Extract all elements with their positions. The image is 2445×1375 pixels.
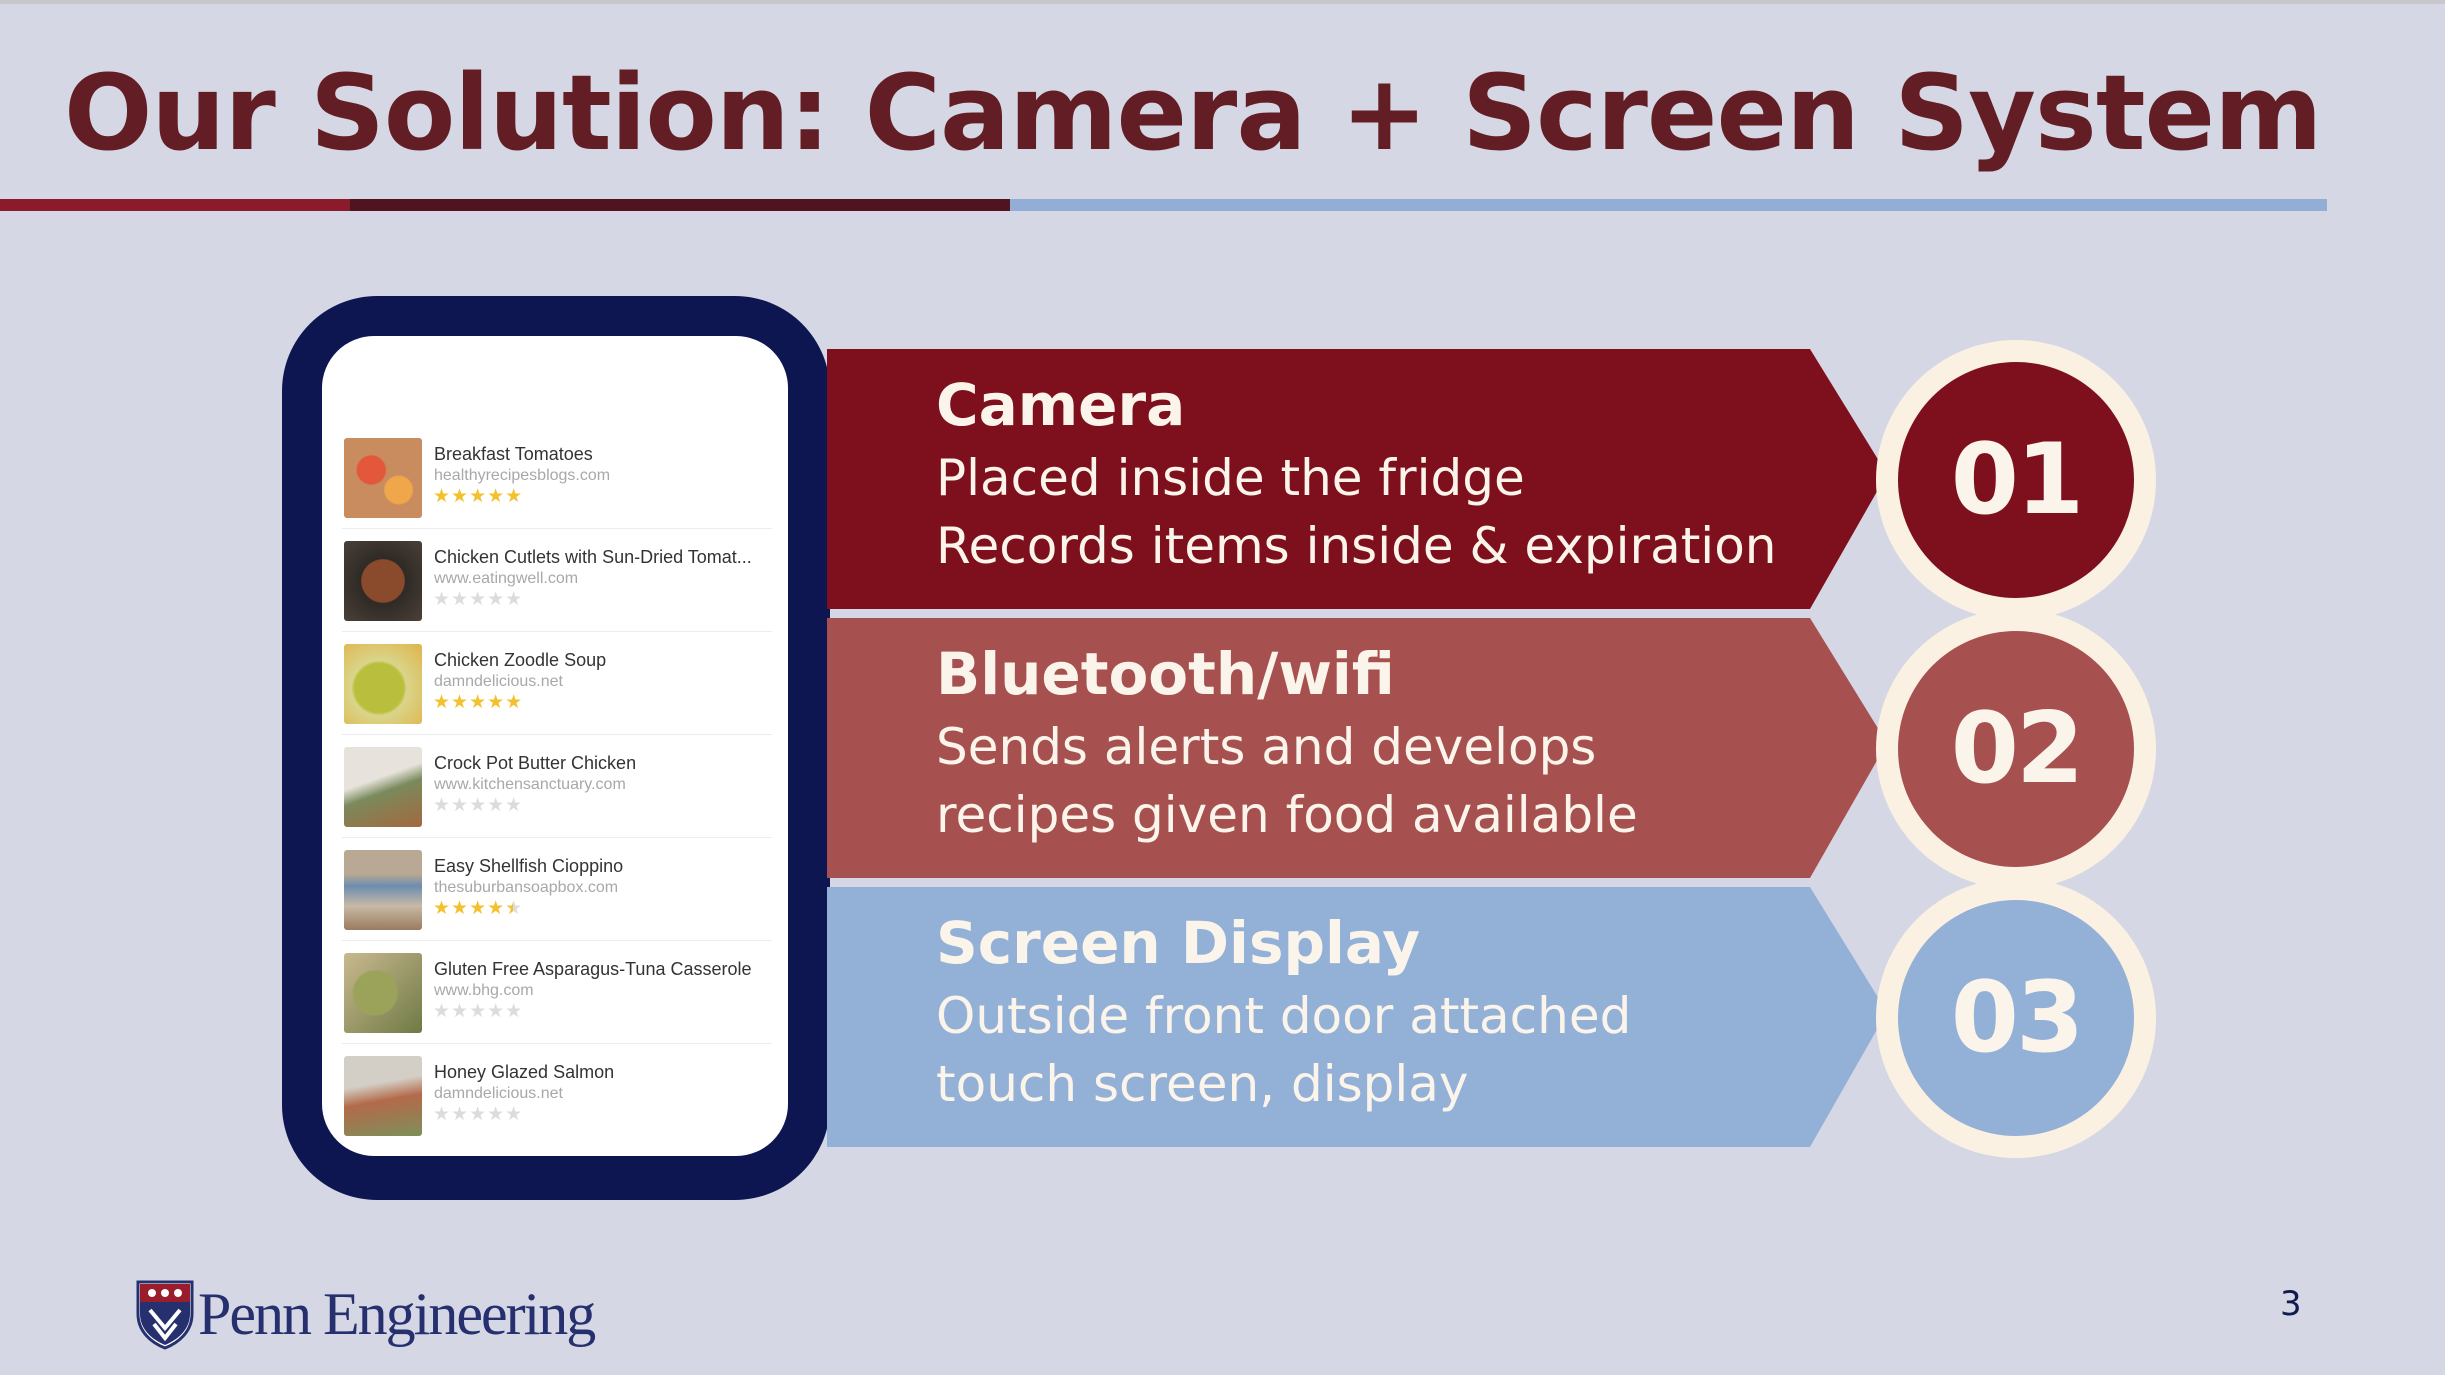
recipe-name: Chicken Zoodle Soup <box>434 650 607 670</box>
feature-line: touch screen, display <box>936 1055 1469 1113</box>
recipe-site: damndelicious.net <box>434 1085 563 1102</box>
phone-mockup: Breakfast Tomatoes healthyrecipesblogs.c… <box>282 296 830 1200</box>
phone-screen: Breakfast Tomatoes healthyrecipesblogs.c… <box>322 336 788 1156</box>
feature-number: 01 <box>1898 362 2134 598</box>
recipe-thumbnail <box>344 747 422 827</box>
recipe-thumbnail <box>344 644 422 724</box>
penn-shield-icon <box>136 1280 194 1350</box>
feature-line: recipes given food available <box>936 786 1638 844</box>
recipe-item: Easy Shellfish Cioppino thesuburbansoapb… <box>342 838 772 941</box>
feature-line: Records items inside & expiration <box>936 517 1777 575</box>
rating-stars: ★★★★★ <box>433 1001 524 1022</box>
rating-stars: ★★★★★ <box>433 795 524 816</box>
recipe-name: Chicken Cutlets with Sun-Dried Tomat... <box>434 547 752 567</box>
title-underline-red <box>0 199 350 211</box>
recipe-thumbnail <box>344 953 422 1033</box>
rating-stars: ★★★★★ <box>433 589 524 610</box>
feature-number-badge: 02 <box>1876 609 2156 889</box>
feature-number: 02 <box>1898 631 2134 867</box>
recipe-site: www.eatingwell.com <box>434 570 579 587</box>
page-number: 3 <box>2280 1284 2302 1324</box>
recipe-site: www.kitchensanctuary.com <box>434 776 626 793</box>
slide-title: Our Solution: Camera + Screen System <box>64 52 2322 174</box>
feature-band-bluetooth: Bluetooth/wifi Sends alerts and develops… <box>827 618 1887 878</box>
recipe-item: Crock Pot Butter Chicken www.kitchensanc… <box>342 735 772 838</box>
feature-line: Outside front door attached <box>936 987 1632 1045</box>
feature-number: 03 <box>1898 900 2134 1136</box>
rating-stars: ★★★★★ <box>433 692 524 713</box>
recipe-thumbnail <box>344 1056 422 1136</box>
recipe-item: Gluten Free Asparagus-Tuna Casserole www… <box>342 941 772 1044</box>
feature-number-badge: 01 <box>1876 340 2156 620</box>
recipe-site: thesuburbansoapbox.com <box>434 879 619 896</box>
recipe-list: Breakfast Tomatoes healthyrecipesblogs.c… <box>342 426 772 1146</box>
logo-text: Penn Engineering <box>198 1281 596 1347</box>
recipe-name: Gluten Free Asparagus-Tuna Casserole <box>434 959 752 979</box>
title-underline-blue <box>1010 199 2327 211</box>
feature-band-camera: Camera Placed inside the fridge Records … <box>827 349 1887 609</box>
feature-heading: Screen Display <box>936 909 1421 977</box>
feature-line: Placed inside the fridge <box>936 449 1525 507</box>
feature-heading: Bluetooth/wifi <box>936 640 1395 708</box>
recipe-site: healthyrecipesblogs.com <box>434 467 611 484</box>
recipe-thumbnail <box>344 438 422 518</box>
rating-stars: ★★★★★ <box>433 898 524 919</box>
recipe-site: damndelicious.net <box>434 673 563 690</box>
recipe-item: Honey Glazed Salmon damndelicious.net ★★… <box>342 1044 772 1146</box>
recipe-name: Honey Glazed Salmon <box>434 1062 615 1082</box>
feature-line: Sends alerts and develops <box>936 718 1597 776</box>
recipe-name: Breakfast Tomatoes <box>434 444 593 464</box>
recipe-item: Chicken Zoodle Soup damndelicious.net ★★… <box>342 632 772 735</box>
rating-stars: ★★★★★ <box>433 486 524 507</box>
recipe-item: Breakfast Tomatoes healthyrecipesblogs.c… <box>342 426 772 529</box>
recipe-site: www.bhg.com <box>434 982 534 999</box>
recipe-item: Chicken Cutlets with Sun-Dried Tomat... … <box>342 529 772 632</box>
feature-number-badge: 03 <box>1876 878 2156 1158</box>
feature-band-screen: Screen Display Outside front door attach… <box>827 887 1887 1147</box>
recipe-name: Easy Shellfish Cioppino <box>434 856 624 876</box>
recipe-thumbnail <box>344 541 422 621</box>
recipe-name: Crock Pot Butter Chicken <box>434 753 637 773</box>
rating-stars: ★★★★★ <box>433 1104 524 1125</box>
feature-heading: Camera <box>936 371 1186 439</box>
recipe-thumbnail <box>344 850 422 930</box>
title-underline-dark <box>350 199 1010 211</box>
